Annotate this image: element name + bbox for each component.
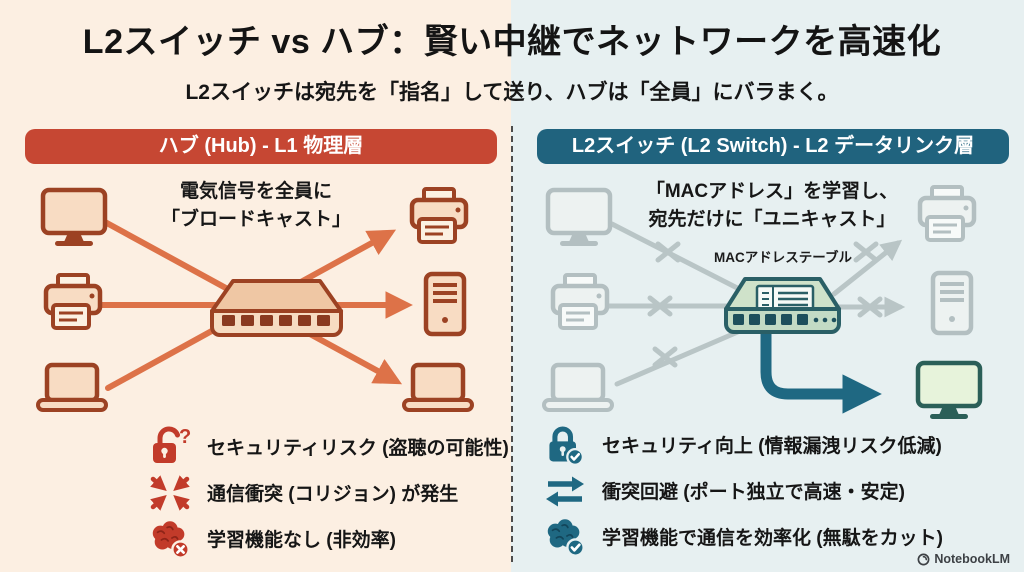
- bullet-text: 学習機能なし (非効率): [207, 530, 396, 551]
- laptop-icon: [544, 365, 612, 410]
- switch-panel-header: L2スイッチ (L2 Switch) - L2 データリンク層: [537, 129, 1009, 164]
- bullet-text: セキュリティ向上 (情報漏洩リスク低減): [602, 436, 942, 457]
- bullet-row: セキュリティ向上 (情報漏洩リスク低減): [543, 422, 973, 468]
- hub-panel-header: ハブ (Hub) - L1 物理層: [25, 129, 497, 164]
- unlocked-padlock-question-icon: ?: [148, 426, 192, 468]
- destination-monitor-icon: [918, 363, 980, 419]
- laptop-icon: [38, 365, 106, 410]
- switch-description-line2: 宛先だけに「ユニキャスト」: [648, 209, 896, 230]
- unicast-arrow: [760, 325, 882, 414]
- watermark: NotebookLM: [917, 552, 1010, 566]
- brain-check-icon: [543, 516, 587, 558]
- bullet-text: 通信衝突 (コリジョン) が発生: [207, 484, 459, 505]
- laptop-icon: [404, 365, 472, 410]
- page-title: L2スイッチ vs ハブ：賢い中継でネットワークを高速化: [82, 23, 942, 61]
- swap-arrows-row: 衝突回避 (ポート独立で高速・安定): [543, 470, 973, 511]
- subtitle: L2スイッチは宛先を「指名」して送り、ハブは「全員」にバラまく。: [185, 81, 839, 104]
- swap-arrows-icon: [543, 473, 587, 509]
- brain-x-icon: [148, 518, 192, 560]
- switch-description-line1: 「MACアドレス」を学習し、: [645, 181, 899, 202]
- bullet-row: 通信衝突 (コリジョン) が発生: [148, 472, 578, 513]
- bullet-row: ? セキュリティリスク (盗聴の可能性): [148, 426, 578, 467]
- printer-icon: [553, 275, 607, 328]
- collision-arrows-icon: [148, 473, 192, 513]
- svg-text:?: ?: [179, 426, 191, 448]
- server-icon: [426, 274, 464, 334]
- panel-divider: [511, 126, 513, 562]
- hub-bullet-list: ? セキュリティリスク (盗聴の可能性) 通信: [148, 426, 578, 564]
- hub-description-line2: 「ブロードキャスト」: [160, 209, 351, 230]
- switch-description: 「MACアドレス」を学習し、 宛先だけに「ユニキャスト」: [572, 178, 972, 234]
- bullet-text: セキュリティリスク (盗聴の可能性): [207, 438, 509, 459]
- locked-padlock-check-icon: [543, 422, 587, 468]
- server-icon: [933, 273, 971, 333]
- hub-device-icon: [210, 279, 343, 337]
- hub-description: 電気信号を全員に 「ブロードキャスト」: [56, 178, 456, 234]
- bullet-row: 学習機能なし (非効率): [148, 518, 578, 559]
- printer-icon: [46, 275, 100, 328]
- notebooklm-logo-icon: [917, 553, 930, 566]
- switch-bullet-list: セキュリティ向上 (情報漏洩リスク低減) 衝突回避 (ポート独立で高速・安定): [543, 424, 973, 562]
- bullet-text: 学習機能で通信を効率化 (無駄をカット): [602, 528, 943, 549]
- bullet-text: 衝突回避 (ポート独立で高速・安定): [602, 482, 905, 503]
- mac-table-label: MACアドレステーブル: [714, 250, 852, 265]
- watermark-label: NotebookLM: [934, 552, 1010, 566]
- bullet-row: 学習機能で通信を効率化 (無駄をカット): [543, 516, 973, 557]
- x-marks: [647, 241, 883, 368]
- switch-device-icon: [724, 277, 841, 334]
- hub-description-line1: 電気信号を全員に: [179, 181, 332, 202]
